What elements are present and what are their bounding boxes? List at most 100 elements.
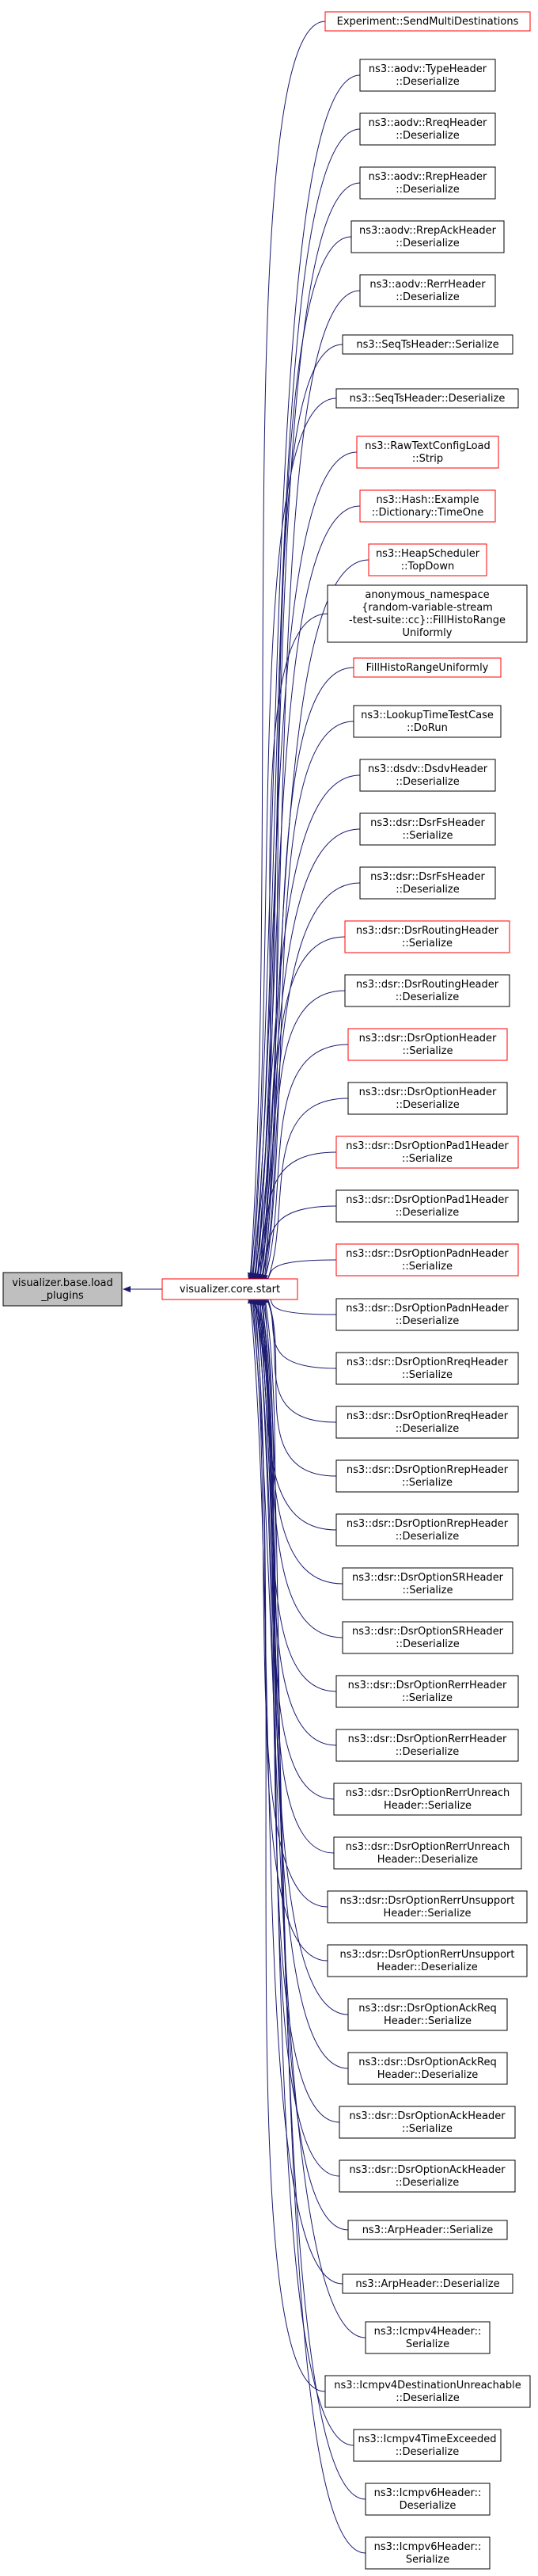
- node-caller-39[interactable]: ns3::dsr::DsrOptionAckReqHeader::Deseria…: [347, 2052, 508, 2085]
- node-root[interactable]: visualizer.base.load_plugins: [2, 1272, 123, 1307]
- node-caller-42[interactable]: ns3::ArpHeader::Serialize: [347, 2220, 508, 2240]
- node-caller-42-box: [347, 2220, 508, 2240]
- node-caller-16[interactable]: ns3::dsr::DsrFsHeader::Serialize: [359, 812, 496, 846]
- node-caller-9[interactable]: ns3::RawTextConfigLoad::Strip: [356, 436, 499, 469]
- node-caller-41[interactable]: ns3::dsr::DsrOptionAckHeader::Deserializ…: [339, 2159, 516, 2193]
- node-caller-17-box: [359, 866, 496, 900]
- node-caller-42-label: ns3::ArpHeader::Serialize: [362, 2224, 494, 2236]
- node-caller-22[interactable]: ns3::dsr::DsrOptionPad1Header::Serialize: [335, 1136, 519, 1169]
- node-caller-43[interactable]: ns3::ArpHeader::Deserialize: [342, 2274, 513, 2294]
- node-caller-12[interactable]: anonymous_namespace{random-variable-stre…: [327, 584, 528, 643]
- node-caller-19[interactable]: ns3::dsr::DsrRoutingHeader::Deserialize: [344, 974, 510, 1007]
- node-caller-24[interactable]: ns3::dsr::DsrOptionPadnHeader::Serialize: [335, 1243, 519, 1277]
- node-caller-28[interactable]: ns3::dsr::DsrOptionRrepHeader::Serialize: [335, 1459, 519, 1493]
- node-caller-4-label: ::Deserialize: [396, 184, 460, 196]
- node-caller-1-label: Experiment::SendMultiDestinations: [337, 16, 519, 28]
- node-caller-22-label: ::Serialize: [402, 1153, 453, 1165]
- node-caller-17[interactable]: ns3::dsr::DsrFsHeader::Deserialize: [359, 866, 496, 900]
- node-root-label: _plugins: [40, 1290, 84, 1302]
- node-caller-6-label: ns3::aodv::RerrHeader: [369, 279, 486, 291]
- node-caller-28-label: ::Serialize: [402, 1477, 453, 1489]
- node-caller-37[interactable]: ns3::dsr::DsrOptionRerrUnsupportHeader::…: [327, 1944, 528, 1977]
- node-caller-5[interactable]: ns3::aodv::RrepAckHeader::Deserialize: [350, 220, 505, 253]
- edge-caller-20-to-hub: [261, 1044, 349, 1288]
- node-caller-8[interactable]: ns3::SeqTsHeader::Deserialize: [335, 388, 519, 409]
- node-caller-30-label: ns3::dsr::DsrOptionSRHeader: [352, 1572, 504, 1584]
- node-caller-31[interactable]: ns3::dsr::DsrOptionSRHeader::Deserialize: [342, 1621, 513, 1654]
- node-caller-40[interactable]: ns3::dsr::DsrOptionAckHeader::Serialize: [339, 2106, 516, 2139]
- node-caller-14-box: [353, 705, 502, 738]
- node-caller-44[interactable]: ns3::Icmpv4Header::Serialize: [365, 2321, 491, 2354]
- node-caller-48-box: [365, 2536, 491, 2570]
- node-caller-23[interactable]: ns3::dsr::DsrOptionPad1Header::Deseriali…: [335, 1189, 519, 1223]
- node-caller-12-label: {random-variable-stream: [362, 602, 493, 614]
- node-caller-4-label: ns3::aodv::RrepHeader: [369, 171, 487, 183]
- edge-caller-13-to-hub: [260, 667, 354, 1285]
- node-caller-27-label: ::Deserialize: [396, 1423, 460, 1435]
- node-caller-21[interactable]: ns3::dsr::DsrOptionHeader::Deserialize: [347, 1082, 508, 1115]
- node-caller-6-label: ::Deserialize: [396, 291, 460, 303]
- node-caller-36-box: [327, 1890, 528, 1923]
- node-caller-34[interactable]: ns3::dsr::DsrOptionRerrUnreachHeader::Se…: [333, 1783, 522, 1816]
- node-caller-27-label: ns3::dsr::DsrOptionRreqHeader: [347, 1410, 509, 1422]
- node-caller-44-label: ns3::Icmpv4Header::: [374, 2326, 482, 2338]
- node-caller-47[interactable]: ns3::Icmpv6Header::Deserialize: [365, 2483, 491, 2516]
- node-caller-45[interactable]: ns3::Icmpv4DestinationUnreachable::Deser…: [324, 2375, 531, 2408]
- node-caller-27[interactable]: ns3::dsr::DsrOptionRreqHeader::Deseriali…: [335, 1406, 519, 1439]
- node-root-box: [2, 1272, 123, 1307]
- node-caller-11[interactable]: ns3::HeapScheduler::TopDown: [368, 543, 487, 576]
- node-caller-25-box: [335, 1298, 519, 1331]
- node-caller-38[interactable]: ns3::dsr::DsrOptionAckReqHeader::Seriali…: [347, 1998, 508, 2031]
- node-caller-10[interactable]: ns3::Hash::Example::Dictionary::TimeOne: [359, 489, 496, 523]
- node-caller-15[interactable]: ns3::dsdv::DsdvHeader::Deserialize: [359, 759, 496, 792]
- node-caller-7[interactable]: ns3::SeqTsHeader::Serialize: [342, 334, 513, 355]
- node-caller-23-label: ::Deserialize: [396, 1207, 460, 1219]
- node-caller-20[interactable]: ns3::dsr::DsrOptionHeader::Serialize: [347, 1028, 508, 1061]
- node-caller-45-box: [324, 2375, 531, 2408]
- node-caller-1[interactable]: Experiment::SendMultiDestinations: [324, 11, 531, 32]
- node-caller-1-box: [324, 11, 531, 32]
- node-caller-35-label: ns3::dsr::DsrOptionRerrUnreach: [346, 1841, 510, 1853]
- node-caller-32[interactable]: ns3::dsr::DsrOptionRerrHeader::Serialize: [335, 1675, 519, 1708]
- edge-caller-46-to-hub: [254, 1296, 354, 2446]
- node-caller-43-label: ns3::ArpHeader::Deserialize: [355, 2278, 499, 2290]
- node-caller-25[interactable]: ns3::dsr::DsrOptionPadnHeader::Deseriali…: [335, 1298, 519, 1331]
- node-caller-6[interactable]: ns3::aodv::RerrHeader::Deserialize: [359, 274, 496, 307]
- node-caller-38-label: Header::Serialize: [384, 2015, 472, 2027]
- node-caller-14-label: ns3::LookupTimeTestCase: [361, 710, 494, 721]
- node-caller-30[interactable]: ns3::dsr::DsrOptionSRHeader::Serialize: [342, 1567, 513, 1600]
- node-caller-41-box: [339, 2159, 516, 2193]
- node-caller-35[interactable]: ns3::dsr::DsrOptionRerrUnreachHeader::De…: [333, 1836, 522, 1870]
- node-caller-39-label: ns3::dsr::DsrOptionAckReq: [358, 2057, 497, 2068]
- node-caller-33[interactable]: ns3::dsr::DsrOptionRerrHeader::Deseriali…: [335, 1729, 519, 1762]
- node-caller-5-label: ::Deserialize: [396, 238, 460, 249]
- node-caller-48-label: Serialize: [406, 2554, 449, 2566]
- node-caller-2[interactable]: ns3::aodv::TypeHeader::Deserialize: [359, 59, 496, 92]
- node-caller-12-label: -test-suite::cc}::FillHistoRange: [349, 615, 506, 626]
- edge-caller-6-to-hub: [259, 290, 361, 1283]
- node-caller-36[interactable]: ns3::dsr::DsrOptionRerrUnsupportHeader::…: [327, 1890, 528, 1923]
- node-caller-20-label: ::Serialize: [403, 1045, 453, 1057]
- node-caller-21-label: ns3::dsr::DsrOptionHeader: [359, 1086, 497, 1098]
- node-caller-26[interactable]: ns3::dsr::DsrOptionRreqHeader::Serialize: [335, 1352, 519, 1385]
- node-hub[interactable]: visualizer.core.start: [161, 1278, 298, 1300]
- node-caller-25-label: ::Deserialize: [396, 1315, 460, 1327]
- node-caller-29[interactable]: ns3::dsr::DsrOptionRrepHeader::Deseriali…: [335, 1513, 519, 1547]
- node-caller-13[interactable]: FillHistoRangeUniformly: [353, 657, 502, 678]
- node-caller-4[interactable]: ns3::aodv::RrepHeader::Deserialize: [359, 166, 496, 200]
- node-caller-3[interactable]: ns3::aodv::RreqHeader::Deserialize: [359, 112, 496, 146]
- edge-caller-23-to-hub: [252, 1205, 337, 1289]
- node-caller-23-box: [335, 1189, 519, 1223]
- node-caller-27-box: [335, 1406, 519, 1439]
- node-caller-39-box: [347, 2052, 508, 2085]
- node-caller-14[interactable]: ns3::LookupTimeTestCase::DoRun: [353, 705, 502, 738]
- node-caller-48[interactable]: ns3::Icmpv6Header::Serialize: [365, 2536, 491, 2570]
- node-caller-46[interactable]: ns3::Icmpv4TimeExceeded::Deserialize: [353, 2429, 502, 2462]
- node-caller-34-box: [333, 1783, 522, 1816]
- node-caller-18-label: ns3::dsr::DsrRoutingHeader: [356, 925, 499, 937]
- node-caller-18[interactable]: ns3::dsr::DsrRoutingHeader::Serialize: [344, 920, 510, 953]
- node-caller-44-box: [365, 2321, 491, 2354]
- node-caller-12-label: Uniformly: [403, 627, 453, 639]
- node-caller-19-label: ::Deserialize: [396, 991, 460, 1003]
- node-caller-40-label: ns3::dsr::DsrOptionAckHeader: [349, 2110, 506, 2122]
